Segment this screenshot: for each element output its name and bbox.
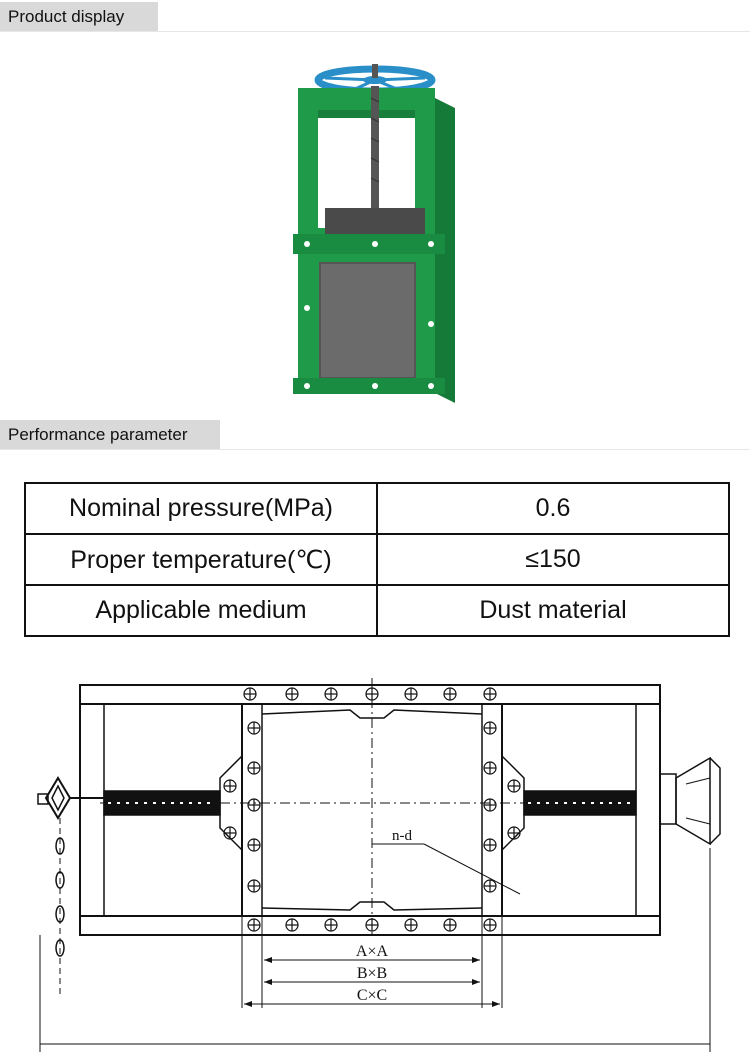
param-label: Applicable medium	[24, 584, 378, 637]
dim-b-label: B×B	[357, 965, 387, 982]
table-row: Proper temperature(℃) ≤150	[24, 533, 730, 586]
table-row: Nominal pressure(MPa) 0.6	[24, 482, 730, 535]
section-tab-product-display: Product display	[0, 2, 158, 31]
performance-parameter-table: Nominal pressure(MPa) 0.6 Proper tempera…	[24, 482, 730, 637]
section-divider	[0, 31, 750, 32]
dim-c-label: C×C	[357, 987, 387, 1004]
param-value: ≤150	[376, 533, 730, 586]
section-tab-performance-parameter: Performance parameter	[0, 420, 220, 449]
section-divider	[0, 449, 750, 450]
slide-gate-valve-image	[293, 64, 455, 403]
param-label: Proper temperature(℃)	[24, 533, 378, 586]
table-row: Applicable medium Dust material	[24, 584, 730, 637]
param-value: Dust material	[376, 584, 730, 637]
nd-label: n-d	[392, 828, 412, 844]
dim-a-label: A×A	[356, 943, 389, 960]
param-value: 0.6	[376, 482, 730, 535]
param-label: Nominal pressure(MPa)	[24, 482, 378, 535]
technical-drawing: n-d A×A B×B C×C	[37, 678, 721, 1052]
